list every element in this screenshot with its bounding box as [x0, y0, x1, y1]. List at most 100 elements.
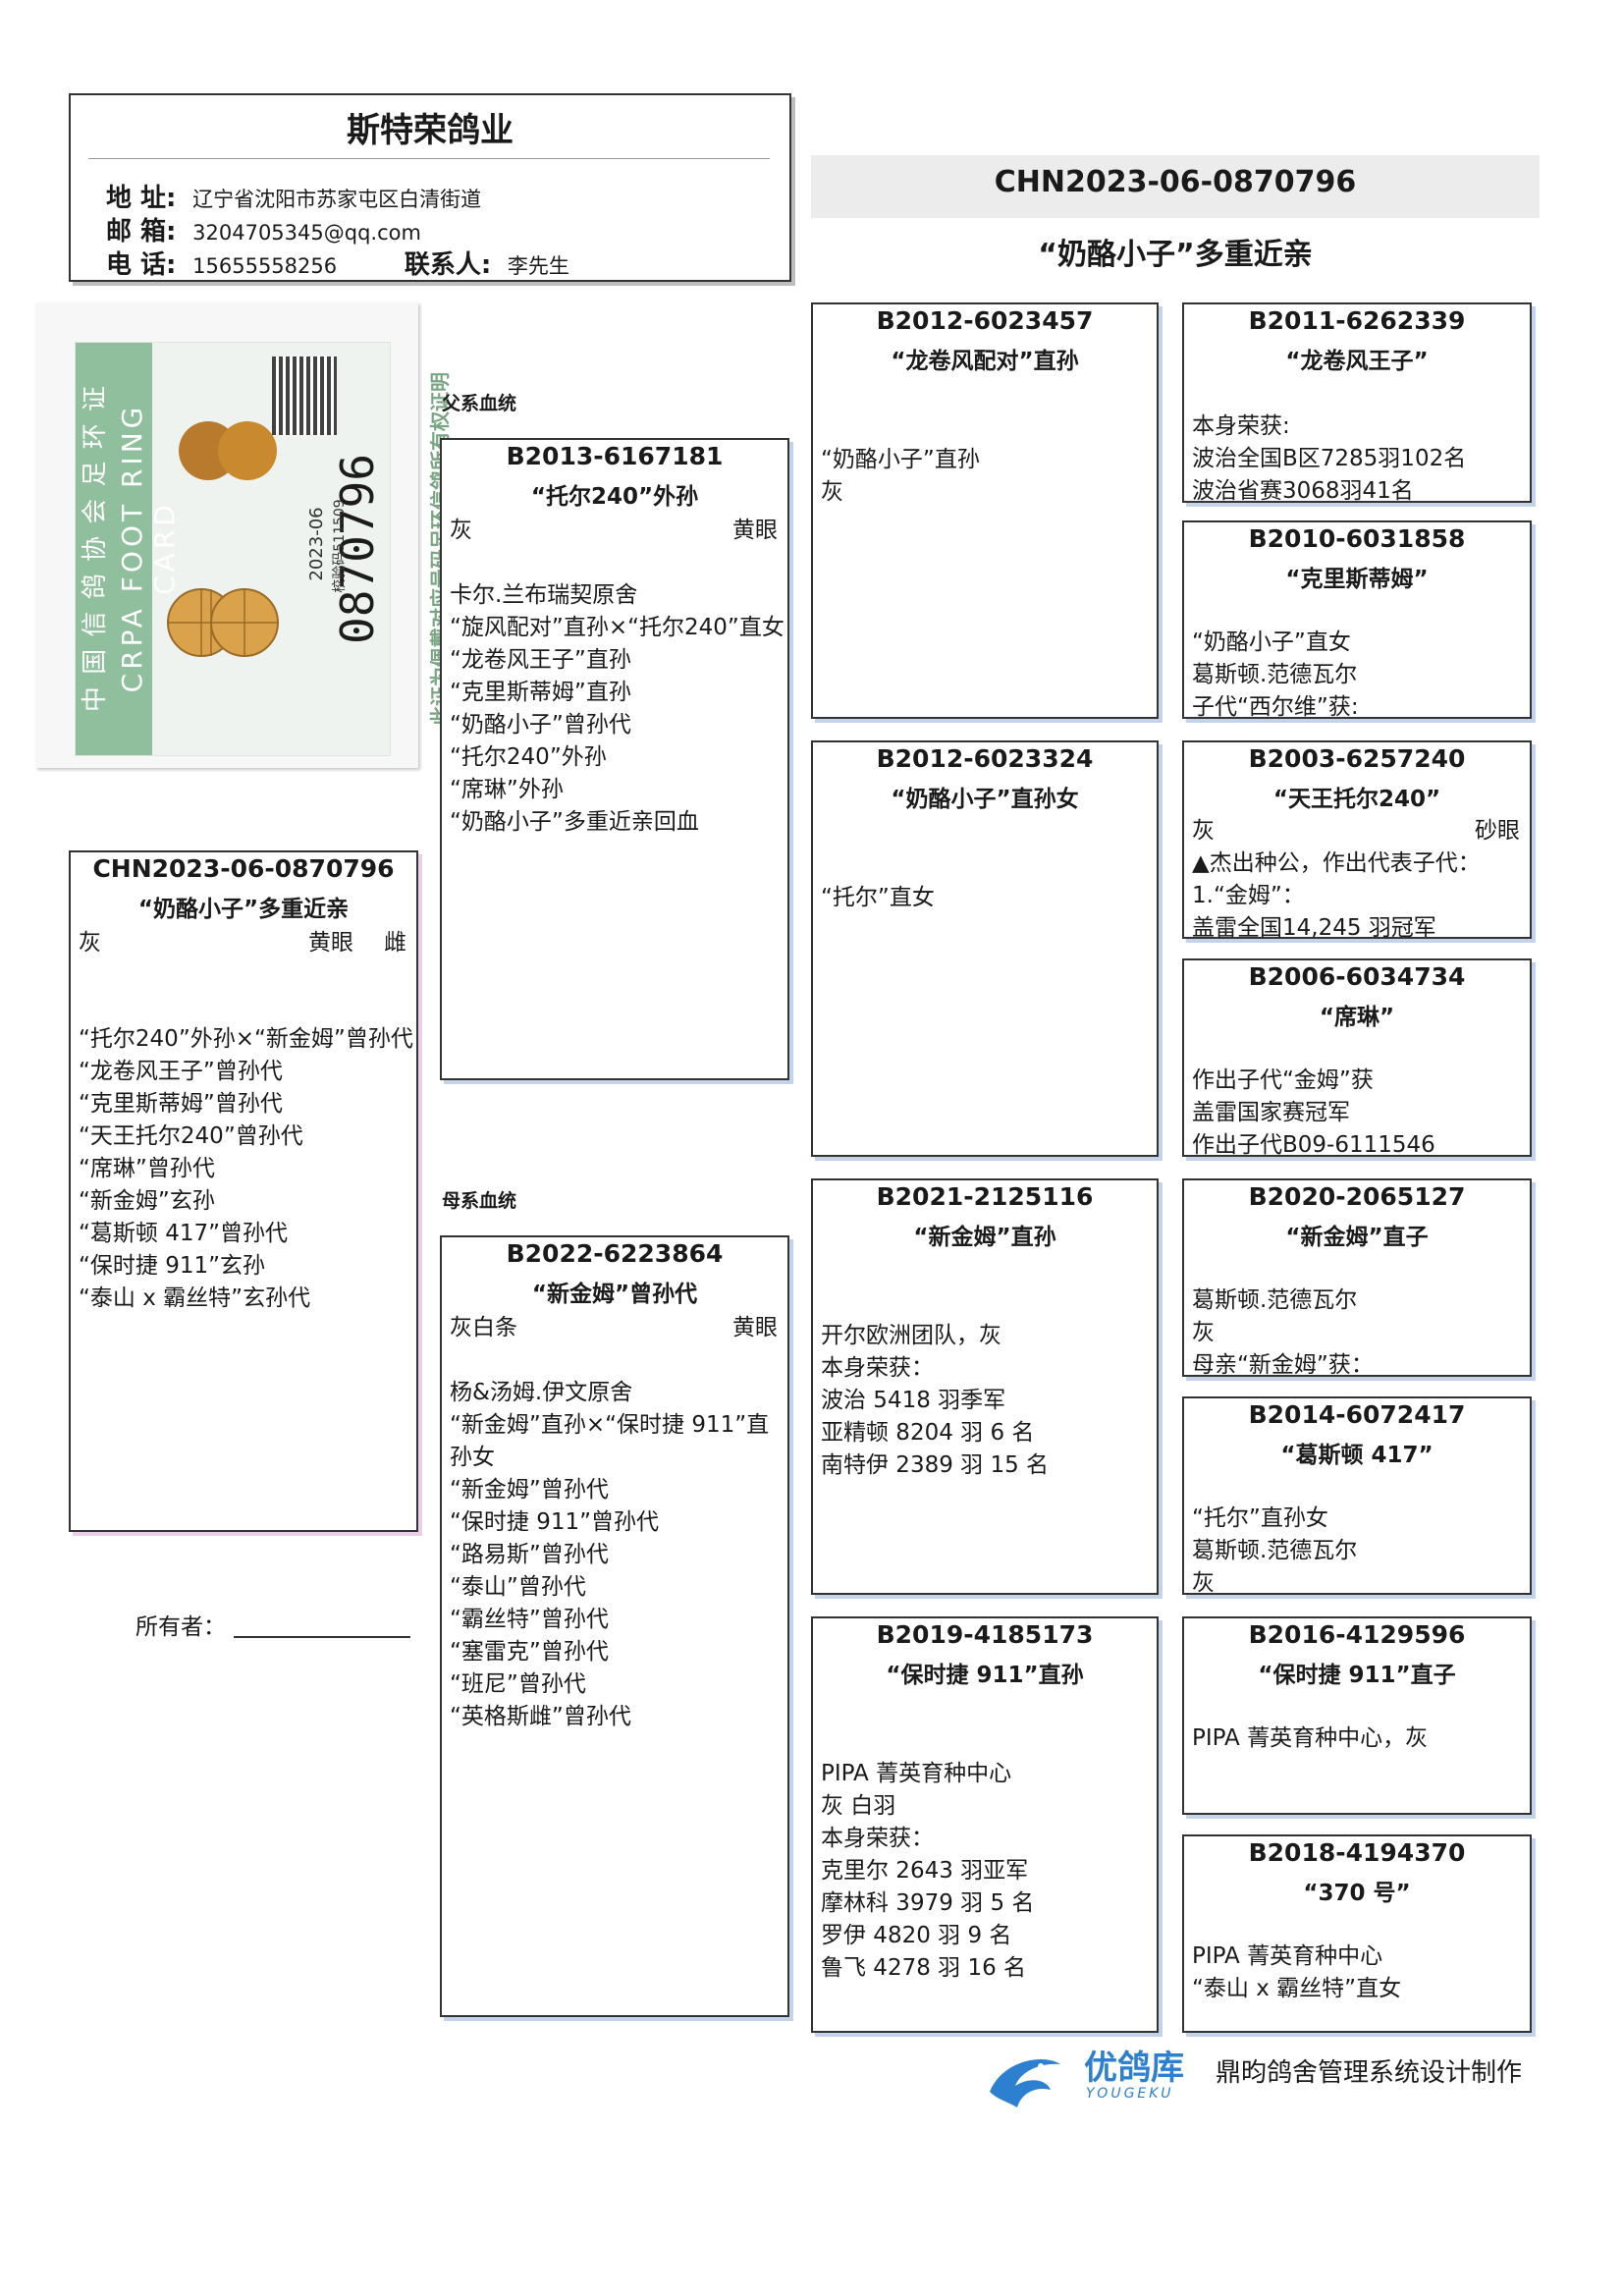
gen4-ring: B2018-4194370 — [1248, 1838, 1466, 1867]
sire-line: “奶酪小子”多重近亲回血 — [450, 809, 699, 835]
gen4-ring: B2011-6262339 — [1248, 306, 1466, 335]
gen4-line: 葛斯顿.范德瓦尔 — [1192, 1538, 1358, 1563]
gen4-line: 作出子代“金姆”获 — [1192, 1067, 1374, 1093]
gen4-name: “天王托尔240” — [1272, 787, 1441, 812]
sire-card: B2013-6167181 “托尔240”外孙 灰 黄眼 卡尔.兰布瑞契原舍 “… — [440, 438, 789, 1080]
gen3-name: “奶酪小子”直孙女 — [891, 787, 1079, 812]
brand-subtitle: YOUGEKU — [1086, 2086, 1174, 2102]
gen3-line: 克里尔 2643 羽亚军 — [821, 1858, 1029, 1884]
gen4-ring: B2006-6034734 — [1248, 962, 1466, 991]
brand-name: 优鸽库 — [1084, 2049, 1184, 2088]
dam-color: 灰白条 — [450, 1315, 517, 1340]
gen3-line: 本身荣获： — [821, 1826, 934, 1851]
gen4-line: 1.“金姆”： — [1192, 883, 1305, 908]
phone-row: 电 话: 15655558256 联系人: 李先生 — [106, 245, 569, 281]
owner-label: 所有者： — [135, 1614, 226, 1640]
gen4-name: “龙卷风王子” — [1285, 349, 1429, 374]
gen4-line: 波治省赛3068羽41名 — [1192, 478, 1414, 504]
gen4-ring: B2014-6072417 — [1248, 1400, 1466, 1429]
dam-line: 孙女 — [450, 1445, 495, 1470]
ring-card-check-code: 校验码511509 — [332, 499, 348, 593]
sire-line: “奶酪小子”曾孙代 — [450, 712, 631, 738]
subject-line: “席琳”曾孙代 — [79, 1156, 215, 1181]
gen4-name: “370 号” — [1303, 1881, 1411, 1906]
ancestor-card: B2010-6031858 “克里斯蒂姆” “奶酪小子”直女 葛斯顿.范德瓦尔 … — [1182, 520, 1532, 720]
email-label: 邮 箱: — [106, 217, 177, 246]
ancestor-card: B2014-6072417 “葛斯顿 417” “托尔”直孙女 葛斯顿.范德瓦尔… — [1182, 1396, 1532, 1596]
gen4-name: “新金姆”直子 — [1285, 1225, 1429, 1250]
ancestor-card: B2011-6262339 “龙卷风王子” 本身荣获: 波治全国B区7285羽1… — [1182, 302, 1532, 504]
sire-line: “克里斯蒂姆”直孙 — [450, 680, 631, 705]
gen4-eye: 砂眼 — [1475, 818, 1520, 844]
sire-ring: B2013-6167181 — [506, 442, 724, 470]
loft-header: 斯特荣鸽业 地 址: 辽宁省沈阳市苏家屯区白清街道 邮 箱: 320470534… — [69, 93, 791, 282]
sire-line: “席琳”外孙 — [450, 777, 564, 802]
title-band: CHN2023-06-0870796 — [811, 155, 1540, 218]
grandsire-maternal-card: B2021-2125116 “新金姆”直孙 开尔欧洲团队，灰 本身荣获： 波治 … — [811, 1178, 1159, 1595]
gen3-line: 灰 — [821, 479, 843, 505]
ancestor-card: B2006-6034734 “席琳” 作出子代“金姆”获 盖雷国家赛冠军 作出子… — [1182, 958, 1532, 1158]
gen4-line: 母亲“新金姆”获： — [1192, 1352, 1374, 1378]
gen4-ring: B2020-2065127 — [1248, 1182, 1466, 1211]
gen4-line: 盖雷全国14,245 羽冠军 — [1192, 915, 1436, 941]
ancestor-card: B2018-4194370 “370 号” PIPA 菁英育种中心 “泰山 x … — [1182, 1834, 1532, 2033]
header-divider — [88, 158, 770, 159]
address-label: 地 址: — [106, 184, 177, 213]
phone-label: 电 话: — [106, 250, 177, 280]
gen4-ring: B2010-6031858 — [1248, 524, 1466, 553]
gen3-line: 罗伊 4820 羽 9 名 — [821, 1923, 1012, 1948]
phone-value: 15655558256 — [192, 254, 338, 278]
subject-eye: 黄眼 — [308, 930, 353, 956]
gen4-line: “泰山 x 霸丝特”直女 — [1192, 1976, 1402, 2001]
sire-name: “托尔240”外孙 — [530, 484, 699, 510]
dam-ring: B2022-6223864 — [506, 1239, 724, 1268]
ring-card-english: CRPA FOOT RING CARD — [116, 403, 181, 693]
gen4-line: “奶酪小子”直女 — [1192, 629, 1351, 655]
sire-line: 卡尔.兰布瑞契原舍 — [450, 582, 638, 608]
gen4-line: 波治全国B区7285羽102名 — [1192, 446, 1467, 471]
gen4-name: “席琳” — [1319, 1005, 1395, 1030]
gen4-line: ▲杰出种公，作出代表子代： — [1192, 850, 1481, 876]
dam-side-label: 母系血统 — [442, 1190, 517, 1212]
subject-line: “葛斯顿 417”曾孙代 — [79, 1221, 289, 1246]
sire-color: 灰 — [450, 518, 472, 543]
gen3-line: “奶酪小子”直孙 — [821, 447, 980, 472]
dam-line: “新金姆”曾孙代 — [450, 1477, 609, 1503]
gen3-ring: B2019-4185173 — [876, 1620, 1094, 1649]
subject-sex: 雌 — [384, 930, 406, 956]
dam-line: “霸丝特”曾孙代 — [450, 1607, 609, 1632]
gen3-line: 南特伊 2389 羽 15 名 — [821, 1452, 1050, 1478]
gen3-line: 摩林科 3979 羽 5 名 — [821, 1890, 1035, 1916]
dam-line: “塞雷克”曾孙代 — [450, 1639, 609, 1665]
ring-card-strip: 中 国 信 鸽 协 会 足 环 证 CRPA FOOT RING CARD — [76, 343, 181, 755]
email-row: 邮 箱: 3204705345@qq.com — [106, 211, 421, 247]
dam-name: “新金姆”曾孙代 — [531, 1282, 698, 1307]
sire-line: “托尔240”外孙 — [450, 744, 607, 770]
dam-line: “班尼”曾孙代 — [450, 1671, 586, 1697]
gen3-line: 灰 白羽 — [821, 1793, 896, 1819]
subject-line: “克里斯蒂姆”曾孙代 — [79, 1091, 283, 1117]
subject-line: “龙卷风王子”曾孙代 — [79, 1059, 283, 1084]
gen3-name: “龙卷风配对”直孙 — [891, 349, 1079, 374]
gen3-name: “新金姆”直孙 — [913, 1225, 1056, 1250]
gen3-line: 亚精顿 8204 羽 6 名 — [821, 1420, 1035, 1446]
qr-code-icon — [272, 356, 337, 435]
granddam-paternal-card: B2012-6023324 “奶酪小子”直孙女 “托尔”直女 — [811, 740, 1159, 1157]
subject-line: “新金姆”玄孙 — [79, 1188, 215, 1214]
dam-line: “泰山”曾孙代 — [450, 1574, 586, 1600]
grandsire-paternal-card: B2012-6023457 “龙卷风配对”直孙 “奶酪小子”直孙 灰 — [811, 302, 1159, 719]
ring-card-face: 中 国 信 鸽 协 会 足 环 证 CRPA FOOT RING CARD 20… — [75, 342, 452, 756]
subject-ring: CHN2023-06-0870796 — [92, 854, 395, 883]
gen3-line: 鲁飞 4278 羽 16 名 — [821, 1955, 1027, 1981]
address-row: 地 址: 辽宁省沈阳市苏家屯区白清街道 — [106, 178, 481, 214]
gen3-ring: B2012-6023457 — [876, 306, 1094, 335]
dam-eye: 黄眼 — [732, 1315, 778, 1340]
ancestor-card: B2016-4129596 “保时捷 911”直子 PIPA 菁英育种中心，灰 — [1182, 1616, 1532, 1815]
gen4-line: PIPA 菁英育种中心，灰 — [1192, 1725, 1429, 1751]
gen3-line: 本身荣获： — [821, 1355, 934, 1381]
sire-eye: 黄眼 — [732, 518, 778, 543]
dam-line: “英格斯雌”曾孙代 — [450, 1704, 631, 1729]
gen3-ring: B2012-6023324 — [876, 744, 1094, 773]
crpa-seal-icon — [218, 421, 277, 480]
design-credit: 鼎昀鸽舍管理系统设计制作 — [1216, 2058, 1523, 2088]
